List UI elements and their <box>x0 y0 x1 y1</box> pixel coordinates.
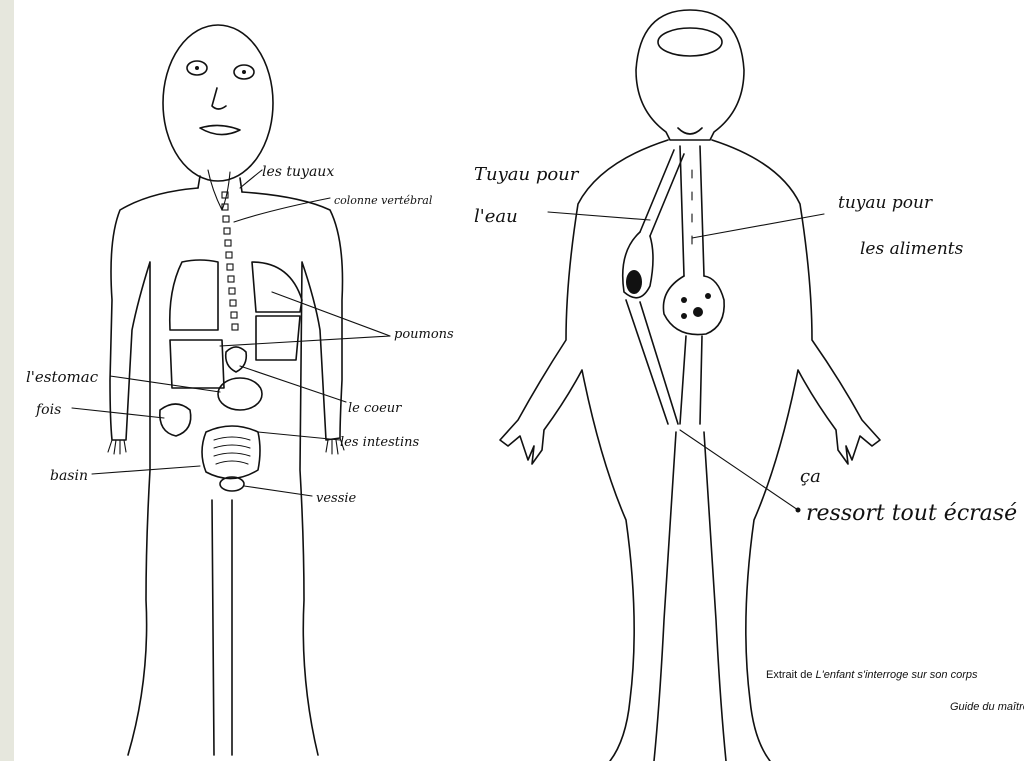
label-poumons: poumons <box>394 327 454 342</box>
label-tuyau-eau-2: l'eau <box>474 206 518 227</box>
intestines <box>202 426 260 479</box>
right-lung <box>252 262 302 312</box>
label-coeur: le coeur <box>348 401 402 416</box>
anatomy-drawings: les tuyaux colonne vertébral poumons l'e… <box>14 0 1024 761</box>
right-body-outline-left <box>500 140 668 761</box>
label-foie: fois <box>35 402 61 418</box>
caption-line-1: Extrait de L'enfant s'interroge sur son … <box>766 669 978 681</box>
label-vessie: vessie <box>316 491 357 506</box>
liver <box>160 404 191 436</box>
right-body-outline-right <box>712 140 880 761</box>
label-intestins: les intestins <box>340 435 420 450</box>
label-tuyau-aliments-1: tuyau pour <box>838 193 933 213</box>
food-tube <box>680 146 704 276</box>
right-inner-legs <box>654 432 726 761</box>
label-tuyaux: les tuyaux <box>262 164 334 180</box>
nose <box>212 88 226 109</box>
heart <box>226 347 247 372</box>
left-head <box>163 25 273 181</box>
stomach-region <box>170 340 224 388</box>
left-lung <box>170 260 218 330</box>
water-tube <box>640 150 684 236</box>
left-inner-legs <box>212 500 232 755</box>
right-head <box>636 10 744 140</box>
brain <box>658 28 722 56</box>
label-estomac: l'estomac <box>26 368 99 386</box>
label-ca: ça <box>800 466 821 487</box>
caption-line-2: Guide du maître <box>950 701 1024 713</box>
left-body-figure <box>72 25 390 755</box>
label-tuyau-eau-1: Tuyau pour <box>474 164 580 185</box>
mouth <box>200 125 240 134</box>
right-body-figure <box>500 10 880 761</box>
spine-vertebrae <box>222 192 238 330</box>
label-colonne: colonne vertébral <box>334 194 433 207</box>
label-ressort: ressort tout écrasé <box>806 501 1017 526</box>
left-body-outline-right <box>242 192 343 755</box>
drawing-sheet: les tuyaux colonne vertébral poumons l'e… <box>14 0 1024 761</box>
food-stomach <box>663 276 724 335</box>
label-bassin: basin <box>50 468 88 484</box>
stomach <box>218 378 262 410</box>
label-tuyau-aliments-2: les aliments <box>860 239 964 259</box>
